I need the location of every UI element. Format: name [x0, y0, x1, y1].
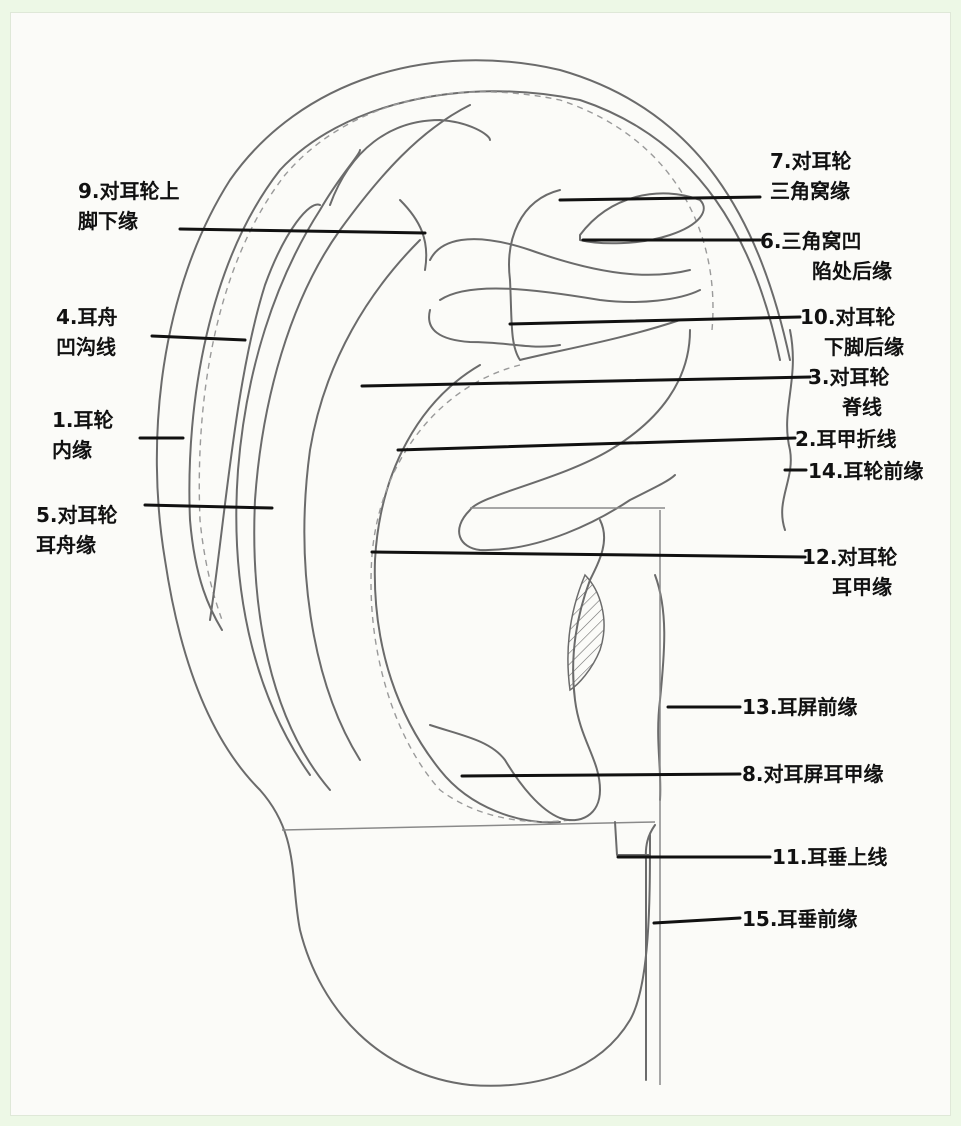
superior-crus-lower-edge: [329, 119, 491, 271]
antihelix-concha-dashed: [370, 364, 571, 823]
label-13: 13.耳屏前缘: [742, 695, 858, 719]
label-8: 8.对耳屏耳甲缘: [742, 762, 884, 786]
triangular-fossa-edge: [429, 238, 691, 276]
label-10: 10.对耳轮下脚后缘: [800, 305, 904, 359]
inferior-crus-2: [428, 309, 561, 348]
leader-3: [360, 375, 812, 388]
diagram-paper: [10, 12, 951, 1116]
label-3: 3.对耳轮脊线: [808, 365, 890, 419]
leader-15: [652, 916, 742, 925]
label-2: 2.耳甲折线: [795, 427, 897, 451]
inferior-crus: [508, 189, 681, 361]
label-14: 14.耳轮前缘: [808, 459, 924, 483]
leader-4: [150, 334, 247, 342]
label-6: 6.三角窝凹陷处后缘: [760, 229, 892, 283]
antihelix-concha-edge: [373, 364, 561, 824]
label-1: 1.耳轮内缘: [52, 408, 114, 462]
leader-5: [143, 503, 274, 510]
earlobe-notch: [614, 821, 651, 856]
helix-inner-outline: [188, 90, 781, 631]
hatched-region: [567, 573, 605, 692]
label-5: 5.对耳轮耳舟缘: [36, 503, 118, 557]
leader-10: [508, 315, 802, 326]
antihelix-scapha-edge: [253, 104, 471, 791]
label-12: 12.对耳轮耳甲缘: [802, 545, 898, 599]
antihelix-ridge-line: [303, 239, 421, 761]
earlobe-upper-line: [281, 821, 656, 831]
label-4: 4.耳舟凹沟线: [56, 305, 118, 359]
helix-outer-outline: [155, 59, 791, 1087]
leader-8: [460, 772, 742, 778]
triangular-fossa-inner: [439, 287, 701, 303]
label-11: 11.耳垂上线: [772, 845, 888, 869]
scapha-groove-line: [209, 203, 321, 621]
antihelix-scapha-edge-2: [235, 149, 361, 776]
label-7: 7.对耳轮三角窝缘: [770, 149, 852, 203]
leader-12: [370, 550, 807, 559]
label-15: 15.耳垂前缘: [742, 907, 858, 931]
concha-fold-line: [458, 329, 691, 552]
dashed-helix-line: [198, 91, 714, 621]
label-9: 9.对耳轮上脚下缘: [78, 179, 180, 233]
leader-2: [396, 436, 797, 452]
leader-7: [558, 195, 762, 202]
earlobe-front-edge: [644, 824, 656, 1081]
helix-front-edge: [781, 329, 794, 531]
leader-9: [178, 227, 427, 235]
